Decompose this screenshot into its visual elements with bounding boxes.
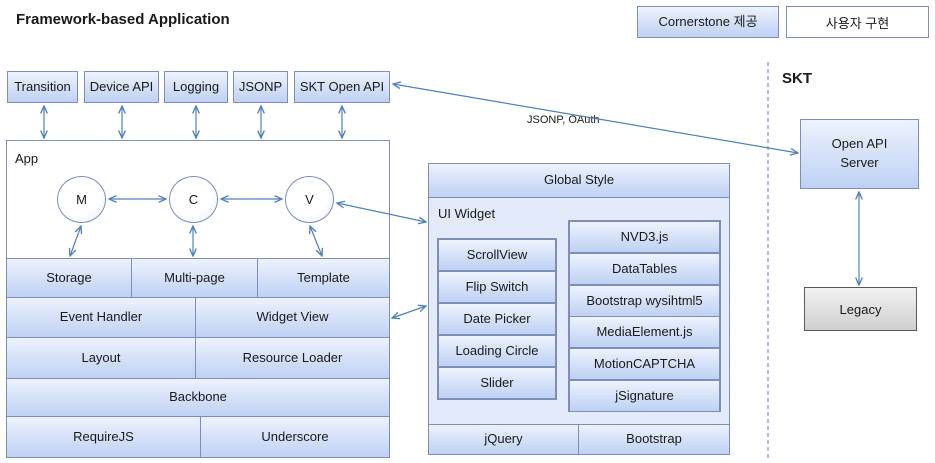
- app-underscore: Underscore: [200, 416, 390, 458]
- ui-widget-label: UI Widget: [438, 206, 496, 221]
- arrow-widget-view-ui: [392, 306, 426, 318]
- plugin-datatables: DataTables: [569, 253, 720, 285]
- open-api-server-line1: Open API: [831, 136, 888, 152]
- plugin-jsignature: jSignature: [569, 380, 720, 412]
- page-title: Framework-based Application: [16, 11, 230, 28]
- legend-user: 사용자 구현: [786, 6, 929, 38]
- app-label: App: [15, 151, 39, 166]
- mvc-controller-circle: C: [169, 176, 218, 223]
- app-requirejs: RequireJS: [6, 416, 201, 458]
- app-template: Template: [257, 258, 390, 298]
- module-jsonp: JSONP: [233, 71, 288, 103]
- app-event-handler: Event Handler: [6, 297, 196, 338]
- legend-provided: Cornerstone 제공: [637, 6, 779, 38]
- plugin-mediaelement: MediaElement.js: [569, 316, 720, 348]
- widget-loading-circle: Loading Circle: [438, 335, 556, 367]
- module-logging: Logging: [164, 71, 228, 103]
- arrow-skt-open-api-server: [393, 84, 798, 153]
- lib-bootstrap: Bootstrap: [578, 424, 730, 455]
- global-style: Global Style: [428, 163, 730, 198]
- module-transition: Transition: [7, 71, 78, 103]
- arrow-v-ui-widget: [337, 203, 426, 222]
- arrow-v-template: [310, 226, 322, 256]
- widget-scrollview: ScrollView: [438, 239, 556, 271]
- mvc-view-circle: V: [285, 176, 334, 223]
- app-resource-loader: Resource Loader: [195, 337, 390, 379]
- widget-slider: Slider: [438, 367, 556, 399]
- widget-flip-switch: Flip Switch: [438, 271, 556, 303]
- lib-jquery: jQuery: [428, 424, 579, 455]
- arrow-m-storage: [70, 226, 81, 256]
- mvc-model-circle: M: [57, 176, 106, 223]
- plugin-motioncaptcha: MotionCAPTCHA: [569, 348, 720, 380]
- module-device-api: Device API: [84, 71, 159, 103]
- widget-date-picker: Date Picker: [438, 303, 556, 335]
- plugin-nvd3: NVD3.js: [569, 221, 720, 253]
- plugin-bootstrap-wysihtml5: Bootstrap wysihtml5: [569, 285, 720, 317]
- open-api-server: Open API Server: [800, 119, 919, 189]
- app-layout: Layout: [6, 337, 196, 379]
- module-skt-open-api: SKT Open API: [294, 71, 390, 103]
- app-backbone: Backbone: [6, 378, 390, 417]
- legacy-box: Legacy: [804, 287, 917, 331]
- open-api-server-line2: Server: [840, 155, 879, 170]
